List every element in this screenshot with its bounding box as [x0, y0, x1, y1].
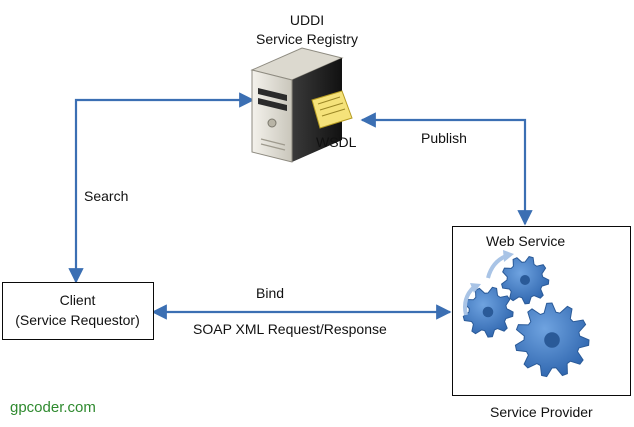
gears-illustration: [462, 256, 590, 378]
rotation-arrow-icon: [463, 285, 476, 316]
rotation-arrowhead-icon: [503, 250, 514, 262]
wsdl-note-icon: [311, 90, 353, 129]
wsdl-label: WSDL: [316, 134, 357, 150]
bind-label: Bind: [256, 285, 285, 301]
client-subtitle: (Service Requestor): [15, 312, 140, 328]
search-label: Search: [84, 188, 129, 204]
gear-hub-icon: [482, 306, 494, 318]
search-arrow: [68, 92, 255, 284]
registry-title: UDDI: [289, 12, 325, 28]
service-provider-box: Web Service: [452, 226, 631, 396]
gear-hub-icon: [520, 275, 530, 285]
publish-arrow: [360, 112, 533, 226]
gear-hub-icon: [544, 332, 560, 348]
web-service-label: Web Service: [486, 233, 566, 249]
publish-label: Publish: [421, 130, 467, 146]
client-box: Client (Service Requestor): [2, 282, 154, 340]
registry-subtitle: Service Registry: [256, 31, 358, 47]
rotation-arrowhead-icon: [470, 283, 481, 293]
watermark: gpcoder.com: [10, 399, 96, 416]
client-title: Client: [59, 292, 96, 308]
service-provider-caption: Service Provider: [490, 404, 593, 420]
soap-label: SOAP XML Request/Response: [193, 321, 387, 337]
